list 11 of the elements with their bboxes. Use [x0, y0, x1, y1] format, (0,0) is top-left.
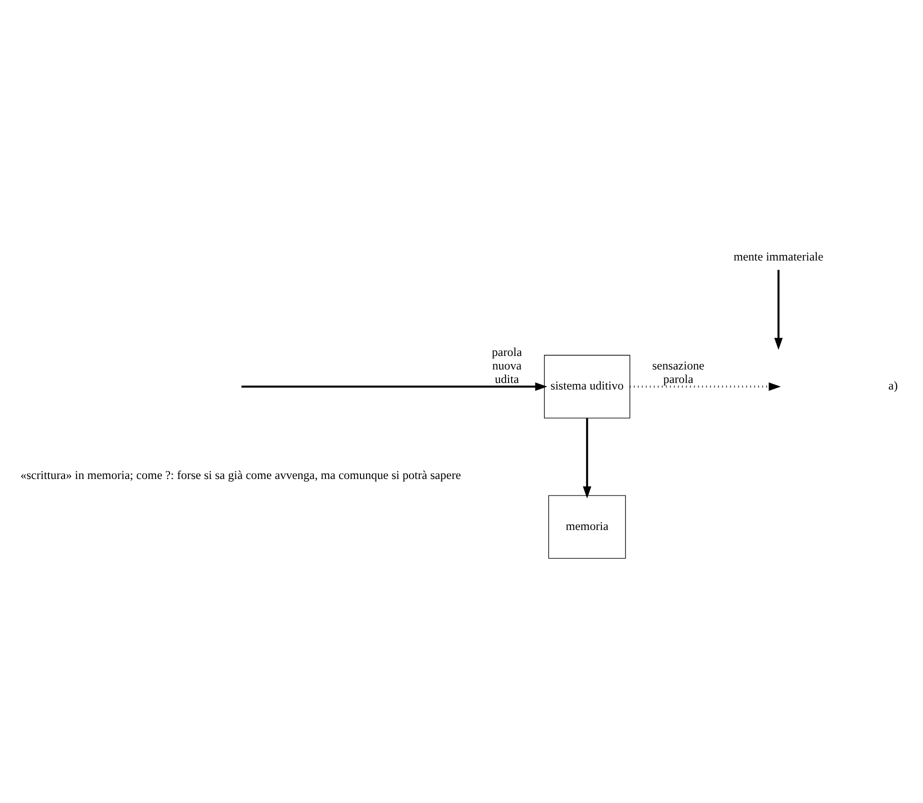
arrow: [630, 382, 781, 390]
arrow: [582, 418, 592, 498]
node-box: sistema uditivo: [544, 354, 630, 418]
label: «scrittura» in memoria; come ?: forse si sa già come avvenga, ma comunque si potrà sapere: [20, 468, 461, 482]
arrow: [774, 269, 783, 350]
node-box: memoria: [548, 494, 626, 558]
label: a): [888, 378, 898, 392]
node-text: mente immateriale: [734, 249, 824, 264]
edge-label: parola nuova udita: [492, 344, 522, 386]
arrow: [241, 382, 548, 390]
edge-label: sensazione parola: [652, 358, 704, 386]
